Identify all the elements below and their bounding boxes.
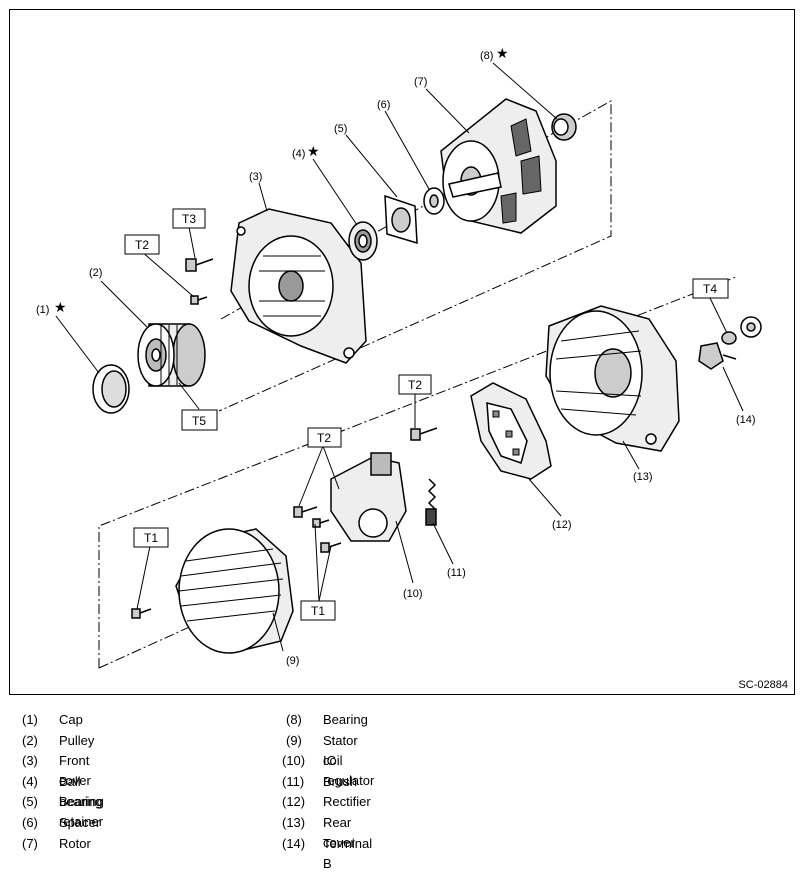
- ic-regulator-part: [330, 452, 407, 542]
- cap-part: [92, 364, 130, 414]
- bolt-t1-stator: [131, 608, 152, 619]
- torque-tag-t4: T4: [692, 278, 729, 299]
- svg-text:T3: T3: [182, 212, 196, 226]
- front-cover-part: [230, 208, 367, 364]
- callout-4: (4): [292, 148, 305, 160]
- bolt-t2-regulator: [293, 506, 318, 518]
- svg-text:T5: T5: [192, 414, 206, 428]
- bearing-retainer-part: [384, 194, 418, 245]
- callout-12: (12): [552, 519, 572, 531]
- callout-14: (14): [736, 414, 756, 426]
- callout-labels: (1) (2) (3) (4) (5) (6) (7) (8) (9) (10)…: [36, 50, 756, 667]
- terminal-b-part: [698, 316, 762, 370]
- diagram-code: SC-02884: [738, 679, 788, 691]
- spacer-part: [423, 187, 445, 215]
- torque-tag-t2-front: T2: [124, 234, 160, 255]
- star-icon: ★: [496, 45, 509, 61]
- star-icon: ★: [54, 299, 67, 315]
- svg-text:T2: T2: [135, 238, 149, 252]
- callout-13: (13): [633, 471, 653, 483]
- torque-tag-t2-rectifier: T2: [398, 374, 432, 395]
- bolt-t2-front: [190, 295, 208, 305]
- callout-1: (1): [36, 304, 49, 316]
- alternator-exploded-view: (1) (2) (3) (4) (5) (6) (7) (8) (9) (10)…: [36, 45, 762, 669]
- bolt-t1-regulator-a: [312, 518, 330, 528]
- svg-text:T2: T2: [408, 378, 422, 392]
- rear-bearing-part: [551, 113, 577, 141]
- torque-tag-t5: T5: [181, 409, 218, 431]
- callout-2: (2): [89, 267, 102, 279]
- svg-text:T2: T2: [317, 431, 331, 445]
- leader-lines: [55, 62, 744, 652]
- svg-text:T4: T4: [703, 282, 717, 296]
- callout-3: (3): [249, 171, 262, 183]
- torque-tag-t2-regulator: T2: [307, 427, 342, 448]
- exploded-diagram-frame: (1) (2) (3) (4) (5) (6) (7) (8) (9) (10)…: [9, 9, 795, 695]
- rotor-part: [440, 98, 557, 234]
- torque-tag-t3: T3: [172, 208, 206, 229]
- star-icon: ★: [307, 143, 320, 159]
- torque-tag-t1-stator: T1: [133, 527, 169, 548]
- star-markers: ★ ★ ★: [54, 45, 509, 315]
- callout-7: (7): [414, 76, 427, 88]
- bolt-t3: [185, 258, 214, 272]
- svg-text:T1: T1: [311, 604, 325, 618]
- bolt-t2-rectifier: [410, 427, 438, 441]
- torque-tags: T3 T2 T5 T2 T2 T4 T1 T1: [124, 208, 729, 621]
- stator-coil-part: [175, 528, 294, 654]
- callout-10: (10): [403, 588, 423, 600]
- torque-tag-t1-regulator: T1: [300, 600, 336, 621]
- brush-part: [425, 478, 437, 526]
- callout-8: (8): [480, 50, 493, 62]
- rear-cover-part: [545, 305, 680, 452]
- rectifier-part: [470, 382, 552, 480]
- ball-bearing-part: [348, 221, 378, 261]
- svg-text:T1: T1: [144, 531, 158, 545]
- callout-5: (5): [334, 123, 347, 135]
- bolts: [131, 258, 438, 619]
- pulley-part: [137, 323, 206, 387]
- callout-9: (9): [286, 655, 299, 667]
- callout-6: (6): [377, 99, 390, 111]
- callout-11: (11): [447, 567, 466, 579]
